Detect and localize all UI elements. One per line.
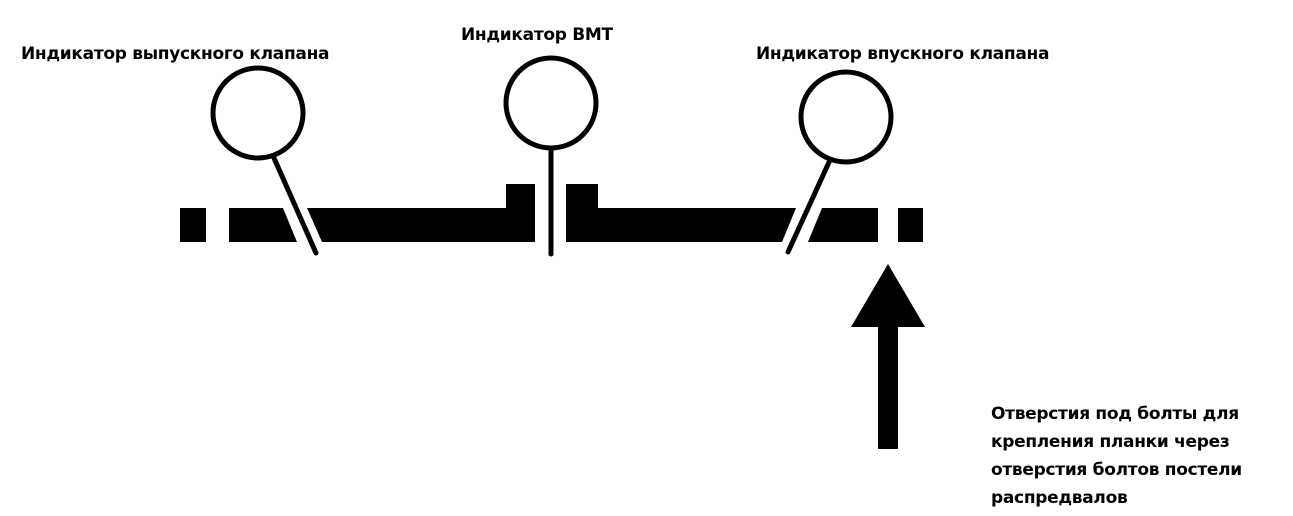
note-line: отверстия болтов постели <box>991 460 1242 480</box>
note-line: распредвалов <box>991 488 1128 508</box>
intake-indicator <box>785 69 894 255</box>
bar-segment-4 <box>566 184 796 242</box>
intake-dial-icon <box>798 69 894 165</box>
bolt-holes-note: Отверстия под болты для крепления планки… <box>991 400 1242 512</box>
exhaust-indicator <box>210 65 319 256</box>
exhaust-needle <box>271 155 319 256</box>
exhaust-indicator-label: Индикатор выпускного клапана <box>21 44 330 64</box>
bmt-dial-icon <box>503 55 599 151</box>
alignment-bar <box>180 184 923 242</box>
intake-needle <box>785 157 833 255</box>
exhaust-dial-icon <box>210 65 306 161</box>
bar-segment-2 <box>229 208 297 242</box>
bar-segment-3 <box>307 184 535 242</box>
note-line: Отверстия под болты для <box>991 404 1239 424</box>
bmt-indicator-label: Индикатор ВМТ <box>461 25 613 45</box>
note-line: крепления планки через <box>991 432 1230 452</box>
bar-segment-1 <box>180 208 206 242</box>
bmt-indicator <box>503 55 599 257</box>
bar-segment-5 <box>808 208 878 242</box>
arrow-up-icon <box>851 264 925 449</box>
intake-indicator-label: Индикатор впускного клапана <box>756 44 1050 64</box>
bar-segment-6 <box>898 208 923 242</box>
